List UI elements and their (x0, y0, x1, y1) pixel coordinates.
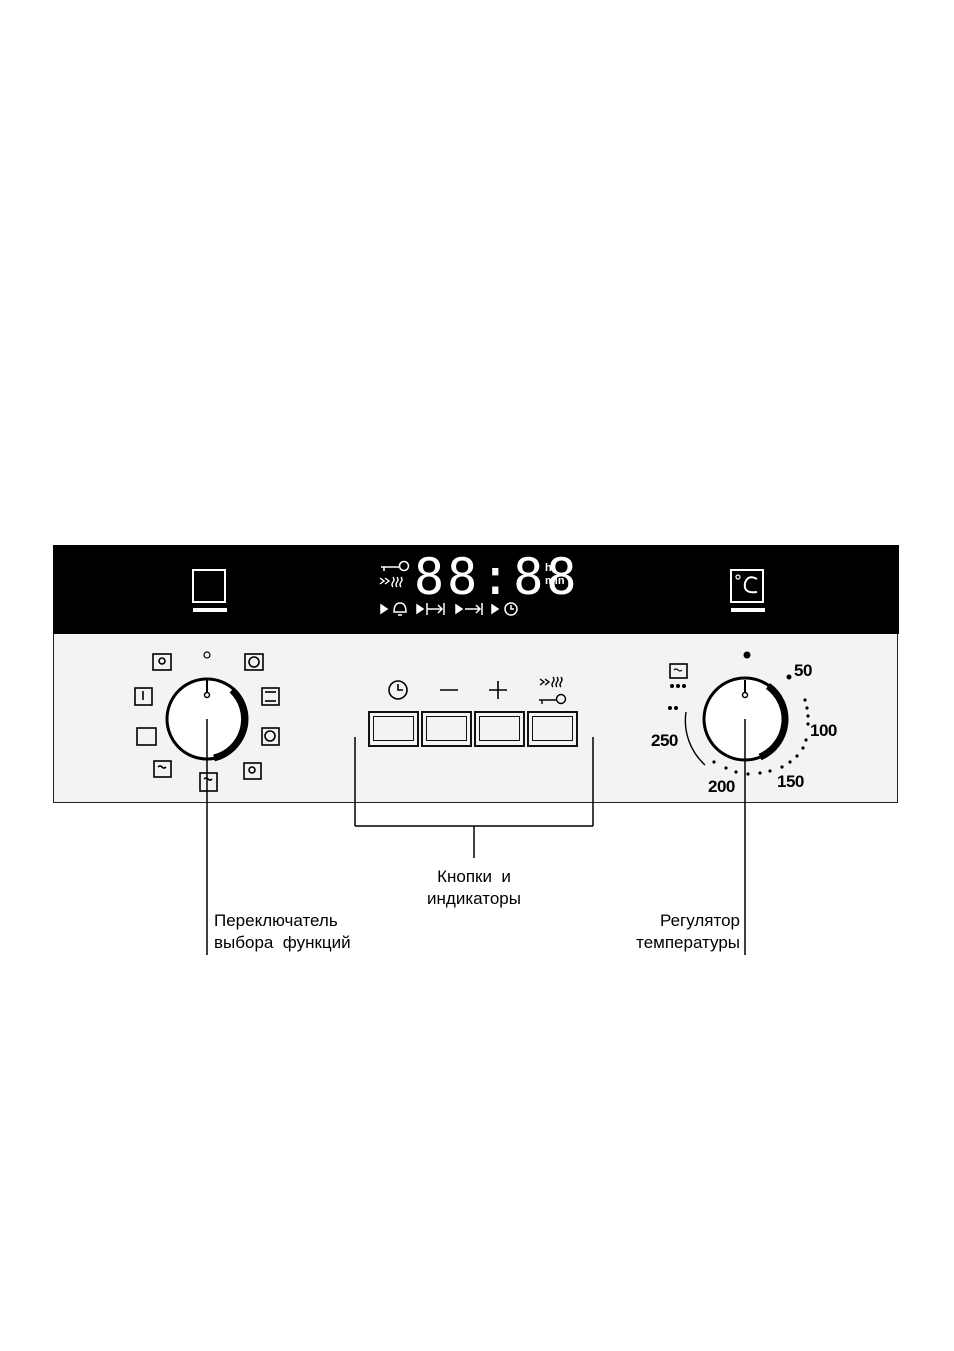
temp-label-250: 250 (651, 731, 678, 751)
temp-label-150: 150 (777, 772, 804, 792)
button-clock-icon (389, 681, 407, 699)
fast-heat-lock-button[interactable] (527, 711, 578, 747)
temp-label-200: 200 (708, 777, 735, 797)
temp-label-50: 50 (794, 661, 812, 681)
button-fast-heat-lock-icon (539, 677, 566, 704)
clock-button[interactable] (368, 711, 419, 747)
child-lock-indicator-icon (381, 562, 409, 572)
temp-label-100: 100 (810, 721, 837, 741)
buttons-bracket (355, 737, 593, 858)
button-plus-icon (489, 681, 507, 699)
function-selector-label: Переключатель выбора функций (214, 910, 351, 954)
plus-button[interactable] (474, 711, 525, 747)
oven-indicator-icon (193, 570, 227, 612)
temperature-indicator-icon (731, 570, 765, 612)
minutes-unit-label: min (545, 576, 565, 587)
temperature-knob[interactable] (704, 652, 792, 761)
grill-symbol-icon (668, 664, 687, 710)
minus-button[interactable] (421, 711, 472, 747)
fast-heat-indicator-icon (380, 577, 402, 587)
buttons-and-indicators-label: Кнопки и индикаторы (374, 866, 574, 910)
temperature-regulator-label: Регулятор температуры (560, 910, 740, 954)
hours-unit-label: h (545, 563, 552, 574)
